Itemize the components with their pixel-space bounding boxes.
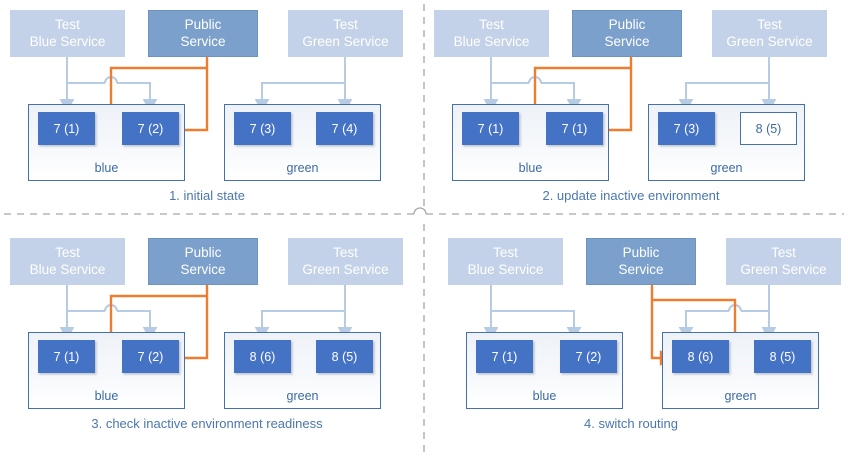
test-blue-to-instance-2-arrow: [491, 310, 582, 341]
green-instance-2[interactable]: 8 (5): [740, 112, 797, 145]
label-line-2: Service: [604, 33, 650, 49]
public-service-label: Public Service: [618, 245, 663, 279]
test-green-service-label: Test Green Service: [726, 17, 812, 51]
test-green-to-instances-arrow: [678, 285, 777, 341]
test-blue-service-label: Test Blue Service: [454, 17, 530, 51]
green-instance-1[interactable]: 7 (3): [234, 112, 291, 145]
panel-4-caption: 4. switch routing: [584, 416, 678, 431]
label-line-1: Public: [608, 16, 646, 32]
public-service-node[interactable]: Public Service: [148, 238, 258, 285]
test-blue-to-instance-2-arrow: [491, 76, 582, 113]
label-line-2: Service: [618, 261, 664, 277]
blue-instance-1[interactable]: 7 (1): [462, 112, 519, 145]
label-line-1: Public: [622, 244, 660, 260]
label-line-2: Service: [180, 261, 226, 277]
blue-environment-label: blue: [532, 389, 557, 403]
label-line-1: Test: [333, 244, 358, 260]
blue-instance-1[interactable]: 7 (1): [38, 340, 95, 373]
test-green-service-label: Test Green Service: [302, 17, 388, 51]
public-service-node[interactable]: Public Service: [586, 238, 696, 285]
public-service-label: Public Service: [180, 17, 225, 51]
test-green-to-instances-arrow: [254, 285, 353, 341]
label-line-2: Green Service: [302, 33, 389, 49]
blue-environment-label: blue: [94, 161, 119, 175]
public-service-node[interactable]: Public Service: [148, 10, 258, 57]
blue-environment-label: blue: [94, 389, 119, 403]
green-instance-2[interactable]: 7 (4): [316, 112, 373, 145]
green-instance-2[interactable]: 8 (5): [316, 340, 373, 373]
test-blue-service-label: Test Blue Service: [30, 245, 106, 279]
test-green-to-instances-arrow: [678, 57, 777, 113]
label-line-1: Test: [757, 16, 782, 32]
panel-3-caption: 3. check inactive environment readiness: [91, 416, 323, 431]
label-line-2: Green Service: [740, 261, 827, 277]
test-green-service-node[interactable]: Test Green Service: [288, 10, 403, 57]
label-line-1: Public: [184, 244, 222, 260]
test-green-service-node[interactable]: Test Green Service: [726, 238, 841, 285]
test-blue-service-node[interactable]: Test Blue Service: [448, 238, 563, 285]
label-line-2: Green Service: [726, 33, 813, 49]
label-line-2: Blue Service: [453, 33, 530, 49]
test-blue-service-node[interactable]: Test Blue Service: [10, 238, 125, 285]
public-service-node[interactable]: Public Service: [572, 10, 682, 57]
green-environment-label: green: [710, 161, 743, 175]
blue-instance-2[interactable]: 7 (2): [122, 112, 179, 145]
blue-environment-label: blue: [518, 161, 543, 175]
public-service-label: Public Service: [604, 17, 649, 51]
test-blue-to-instance-2-arrow: [67, 76, 158, 113]
label-line-1: Test: [479, 16, 504, 32]
label-line-2: Blue Service: [29, 261, 106, 277]
green-instance-1[interactable]: 8 (6): [672, 340, 729, 373]
label-line-2: Blue Service: [29, 33, 106, 49]
label-line-1: Test: [55, 16, 80, 32]
test-blue-service-node[interactable]: Test Blue Service: [10, 10, 125, 57]
blue-instance-1[interactable]: 7 (1): [38, 112, 95, 145]
label-line-1: Test: [771, 244, 796, 260]
test-green-service-node[interactable]: Test Green Service: [288, 238, 403, 285]
label-line-1: Test: [333, 16, 358, 32]
green-environment-label: green: [286, 161, 319, 175]
test-green-service-label: Test Green Service: [302, 245, 388, 279]
green-instance-1[interactable]: 8 (6): [234, 340, 291, 373]
panel-divider-horizontal: [4, 207, 844, 215]
label-line-1: Test: [55, 244, 80, 260]
blue-instance-1[interactable]: 7 (1): [476, 340, 533, 373]
label-line-2: Blue Service: [467, 261, 544, 277]
public-service-label: Public Service: [180, 245, 225, 279]
label-line-1: Public: [184, 16, 222, 32]
label-line-1: Test: [493, 244, 518, 260]
blue-instance-2[interactable]: 7 (2): [560, 340, 617, 373]
test-green-service-label: Test Green Service: [740, 245, 826, 279]
blue-instance-2[interactable]: 7 (2): [122, 340, 179, 373]
label-line-2: Service: [180, 33, 226, 49]
panel-2-caption: 2. update inactive environment: [542, 188, 720, 203]
green-instance-1[interactable]: 7 (3): [658, 112, 715, 145]
test-blue-service-label: Test Blue Service: [30, 17, 106, 51]
blue-instance-2[interactable]: 7 (1): [546, 112, 603, 145]
test-green-to-instances-arrow: [254, 57, 353, 113]
green-environment-label: green: [286, 389, 319, 403]
test-green-service-node[interactable]: Test Green Service: [712, 10, 827, 57]
green-environment-label: green: [724, 389, 757, 403]
test-blue-service-label: Test Blue Service: [468, 245, 544, 279]
label-line-2: Green Service: [302, 261, 389, 277]
green-instance-2[interactable]: 8 (5): [754, 340, 811, 373]
panel-1-caption: 1. initial state: [169, 188, 245, 203]
test-blue-service-node[interactable]: Test Blue Service: [434, 10, 549, 57]
test-blue-to-instance-2-arrow: [67, 304, 158, 341]
